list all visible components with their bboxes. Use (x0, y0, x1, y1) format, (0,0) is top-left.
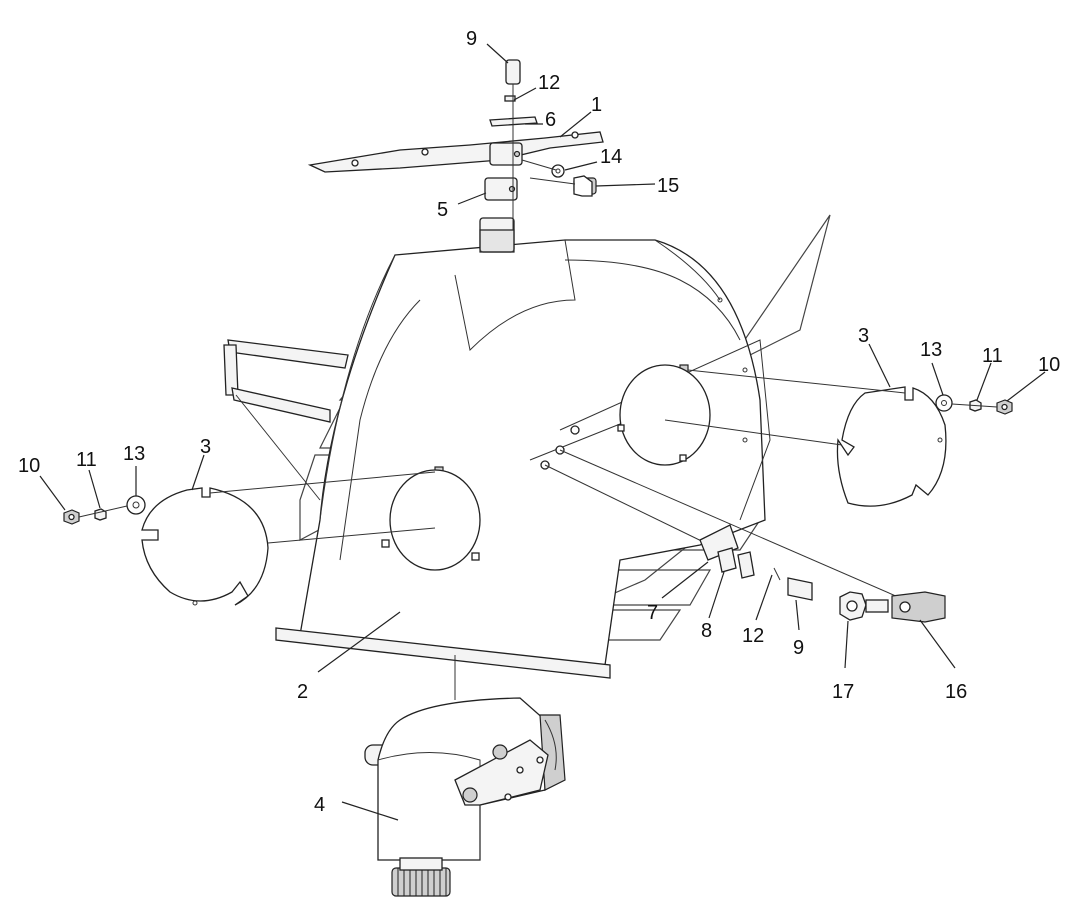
motor-gearbox-part-4 (364, 697, 566, 897)
callout-3-left: 3 (200, 436, 211, 458)
callout-4: 4 (314, 794, 325, 816)
callout-labels: 9 12 1 6 14 15 5 3 13 11 10 10 11 13 3 7… (18, 28, 1060, 816)
callout-9-mid: 9 (793, 637, 804, 659)
callout-14: 14 (600, 146, 622, 168)
side-frame-rails (223, 339, 349, 501)
fasteners-right (935, 394, 1013, 415)
callout-7: 7 (647, 602, 658, 624)
callout-16: 16 (945, 681, 967, 703)
housing-inner-openings (381, 364, 711, 571)
callout-1: 1 (591, 94, 602, 116)
fittings-right-bottom (544, 449, 946, 623)
washer-nut-top-right (521, 159, 597, 197)
callout-10-left: 10 (18, 455, 40, 477)
callout-3-right: 3 (858, 325, 869, 347)
callout-15: 15 (657, 175, 679, 197)
callout-10-right: 10 (1038, 354, 1060, 376)
callout-13-left: 13 (123, 443, 145, 465)
bushing-assembly (479, 59, 538, 253)
callout-6: 6 (545, 109, 556, 131)
callout-11-right: 11 (982, 345, 1003, 367)
fasteners-left (63, 495, 146, 525)
callout-12-mid: 12 (742, 625, 764, 647)
cover-disc-left (141, 471, 436, 606)
callout-12-top: 12 (538, 72, 560, 94)
callout-13-right: 13 (920, 339, 942, 361)
callout-9-top: 9 (466, 28, 477, 50)
callout-2: 2 (297, 681, 308, 703)
leader-lines (39, 43, 1046, 821)
callout-8: 8 (701, 620, 712, 642)
callout-11-left: 11 (76, 449, 97, 471)
callout-17: 17 (832, 681, 854, 703)
housing-part-2 (275, 239, 771, 700)
top-cover-plate-part-1 (307, 131, 604, 173)
callout-5: 5 (437, 199, 448, 221)
cover-disc-right (664, 369, 947, 507)
